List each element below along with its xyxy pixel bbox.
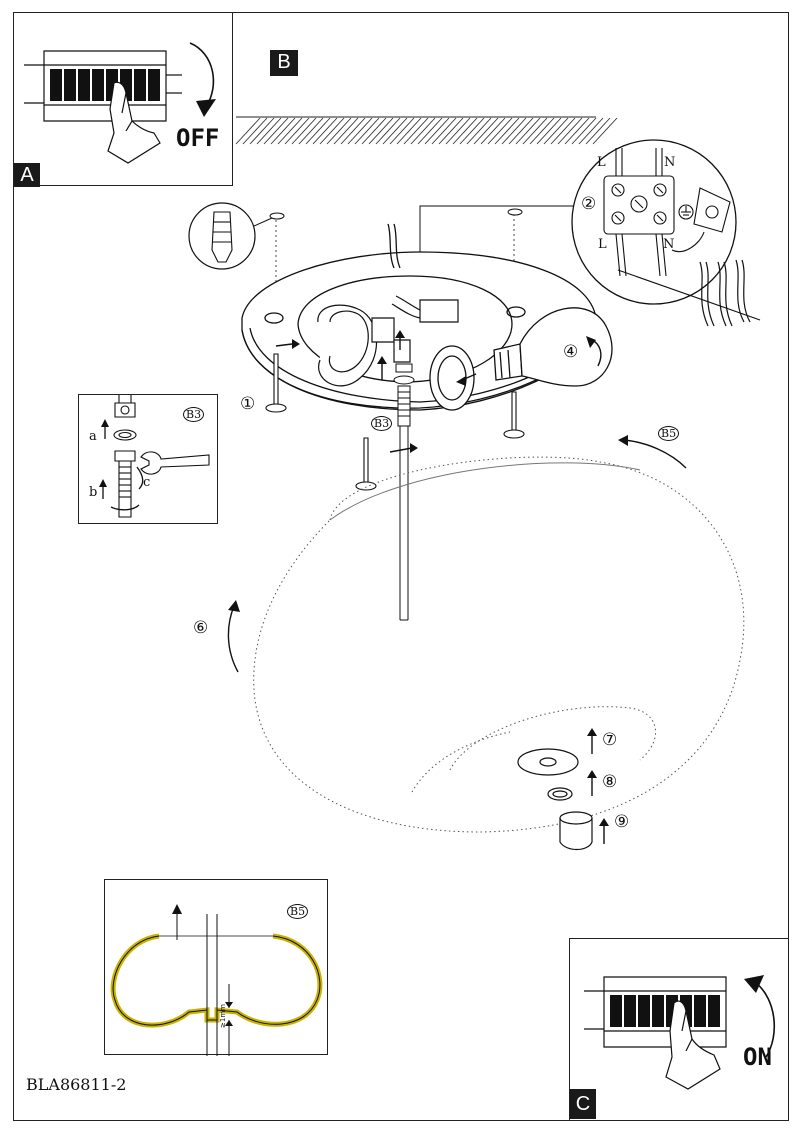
wire-bottom-n: N <box>663 237 675 252</box>
step-6-label: ⑥ <box>193 618 209 638</box>
step-8-label: ⑧ <box>602 772 618 792</box>
wire-bottom-l: L <box>598 237 607 252</box>
ceiling-hatch-line <box>355 118 379 144</box>
ceiling-hatch-line <box>537 118 561 144</box>
ceiling-hatch-line <box>250 118 274 144</box>
ceiling-hatch-line <box>397 118 421 144</box>
circuit-breaker-icon <box>14 13 216 187</box>
wire-top-n: N <box>664 155 676 170</box>
step-a-panel: OFF A <box>13 12 233 187</box>
ceiling-hatch-line <box>523 118 547 144</box>
light-bulb-icon <box>430 308 612 410</box>
ceiling-hatch-line <box>348 118 372 144</box>
ceiling-hatch-line <box>544 118 568 144</box>
ceiling-hatch-line <box>313 118 337 144</box>
off-label: OFF <box>176 124 220 152</box>
ceiling-hatch-line <box>586 118 610 144</box>
step-4-label: ④ <box>563 342 579 362</box>
arrow-icon <box>228 336 686 844</box>
wrench-icon <box>99 395 219 525</box>
ceiling-hatch-line <box>369 118 393 144</box>
screw-icon <box>266 354 524 490</box>
b5-dimension: ≥1mm <box>219 1004 227 1028</box>
ceiling-hatch-line <box>530 118 554 144</box>
ceiling-hatch-line <box>376 118 400 144</box>
ceiling-hatch-line <box>411 118 435 144</box>
circuit-breaker-icon <box>570 975 790 1122</box>
shade-profile-diagram <box>105 904 329 1056</box>
b3-callout: B3 <box>371 416 393 431</box>
b3-badge: B3 <box>183 407 205 422</box>
step-7-label: ⑦ <box>602 730 618 750</box>
ceiling-hatch-line <box>593 118 617 144</box>
ceiling-hatch-line <box>334 118 358 144</box>
ceiling-hatch-line <box>383 118 407 144</box>
b3-step-b: b <box>89 485 98 500</box>
ceiling-hatch-line <box>446 118 470 144</box>
step-2-label: ② <box>581 194 597 214</box>
ceiling-hatch-line <box>292 118 316 144</box>
ceiling-hatch-line <box>551 118 575 144</box>
sheet-code: BLA86811-2 <box>26 1075 127 1094</box>
step-a-tag: A <box>14 163 40 187</box>
step-c-tag: C <box>570 1089 596 1119</box>
ceiling-hatch-line <box>264 118 288 144</box>
ceiling-hatch-line <box>495 118 519 144</box>
b3-step-c: c <box>143 475 151 490</box>
ceiling-hatch-line <box>572 118 596 144</box>
b5-badge: B5 <box>287 904 309 919</box>
ceiling-hatch-line <box>460 118 484 144</box>
ceiling-hatch-line <box>509 118 533 144</box>
ceiling-hatch-line <box>271 118 295 144</box>
ceiling-hatch-line <box>418 118 442 144</box>
b3-step-a: a <box>89 429 97 444</box>
ceiling-hatch-line <box>243 118 267 144</box>
ceiling-hatch-line <box>467 118 491 144</box>
ceiling-hatch-line <box>306 118 330 144</box>
ceiling-hatch-line <box>327 118 351 144</box>
ceiling-hatch-line <box>390 118 414 144</box>
ceiling-hatch-line <box>432 118 456 144</box>
hand-icon <box>108 82 160 163</box>
ceiling-hatch-line <box>285 118 309 144</box>
ceiling-hatch-line <box>453 118 477 144</box>
page-frame <box>13 12 789 1121</box>
ceiling-hatch-line <box>488 118 512 144</box>
ceiling-hatch-line <box>439 118 463 144</box>
wire-top-l: L <box>597 155 606 170</box>
b5-detail-panel: B5 ≥1mm <box>104 879 328 1055</box>
ceiling-hatch-line <box>404 118 428 144</box>
ceiling-hatch-line <box>502 118 526 144</box>
ceiling-hatch-line <box>236 118 260 144</box>
b3-detail-panel: B3 a b c <box>78 394 218 524</box>
ceiling-hatch-line <box>320 118 344 144</box>
ceiling-hatch-line <box>516 118 540 144</box>
ceiling-hatch-line <box>278 118 302 144</box>
ceiling-hatch-line <box>565 118 589 144</box>
ceiling-hatch-line <box>579 118 603 144</box>
ceiling-hatch-line <box>299 118 323 144</box>
ceiling-hatch-line <box>362 118 386 144</box>
on-label: ON <box>743 1043 772 1071</box>
ceiling-hatch-line <box>341 118 365 144</box>
ground-icon <box>672 188 730 252</box>
ceiling-hatch-line <box>481 118 505 144</box>
hand-icon <box>666 1001 720 1089</box>
step-1-label: ① <box>240 394 256 414</box>
ceiling-hatch-line <box>257 118 281 144</box>
ceiling-hatch-line <box>474 118 498 144</box>
b5-callout: B5 <box>658 426 680 441</box>
ceiling-hatch-line <box>558 118 582 144</box>
arrow-icon <box>756 983 774 1057</box>
step-9-label: ⑨ <box>614 812 630 832</box>
step-b-tag: B <box>270 50 298 76</box>
step-c-panel: ON C <box>569 938 789 1121</box>
ceiling-hatch-line <box>425 118 449 144</box>
